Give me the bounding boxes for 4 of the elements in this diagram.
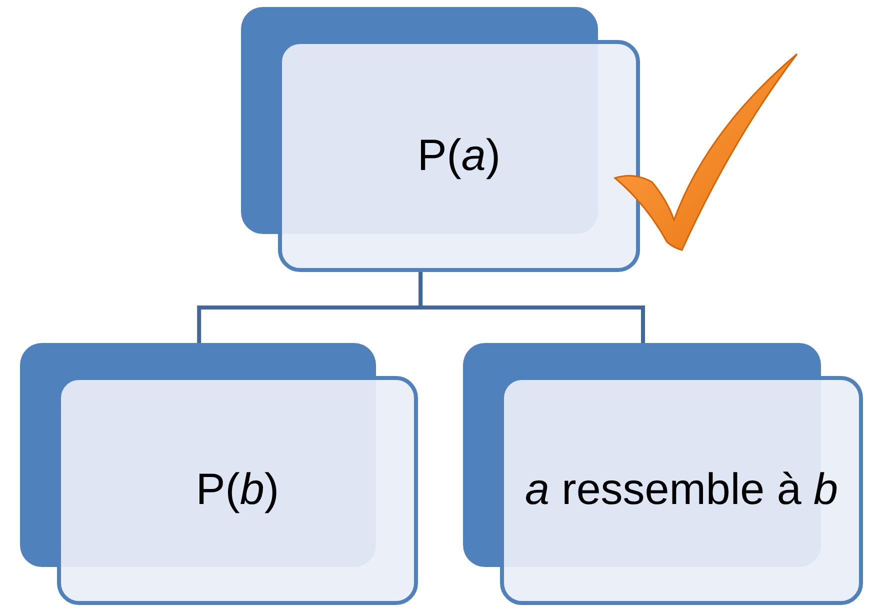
connector-line xyxy=(418,272,645,343)
node-text: P(a) xyxy=(416,130,502,182)
node-text: a ressemble à b xyxy=(524,464,840,516)
node-text: P(b) xyxy=(194,464,280,516)
